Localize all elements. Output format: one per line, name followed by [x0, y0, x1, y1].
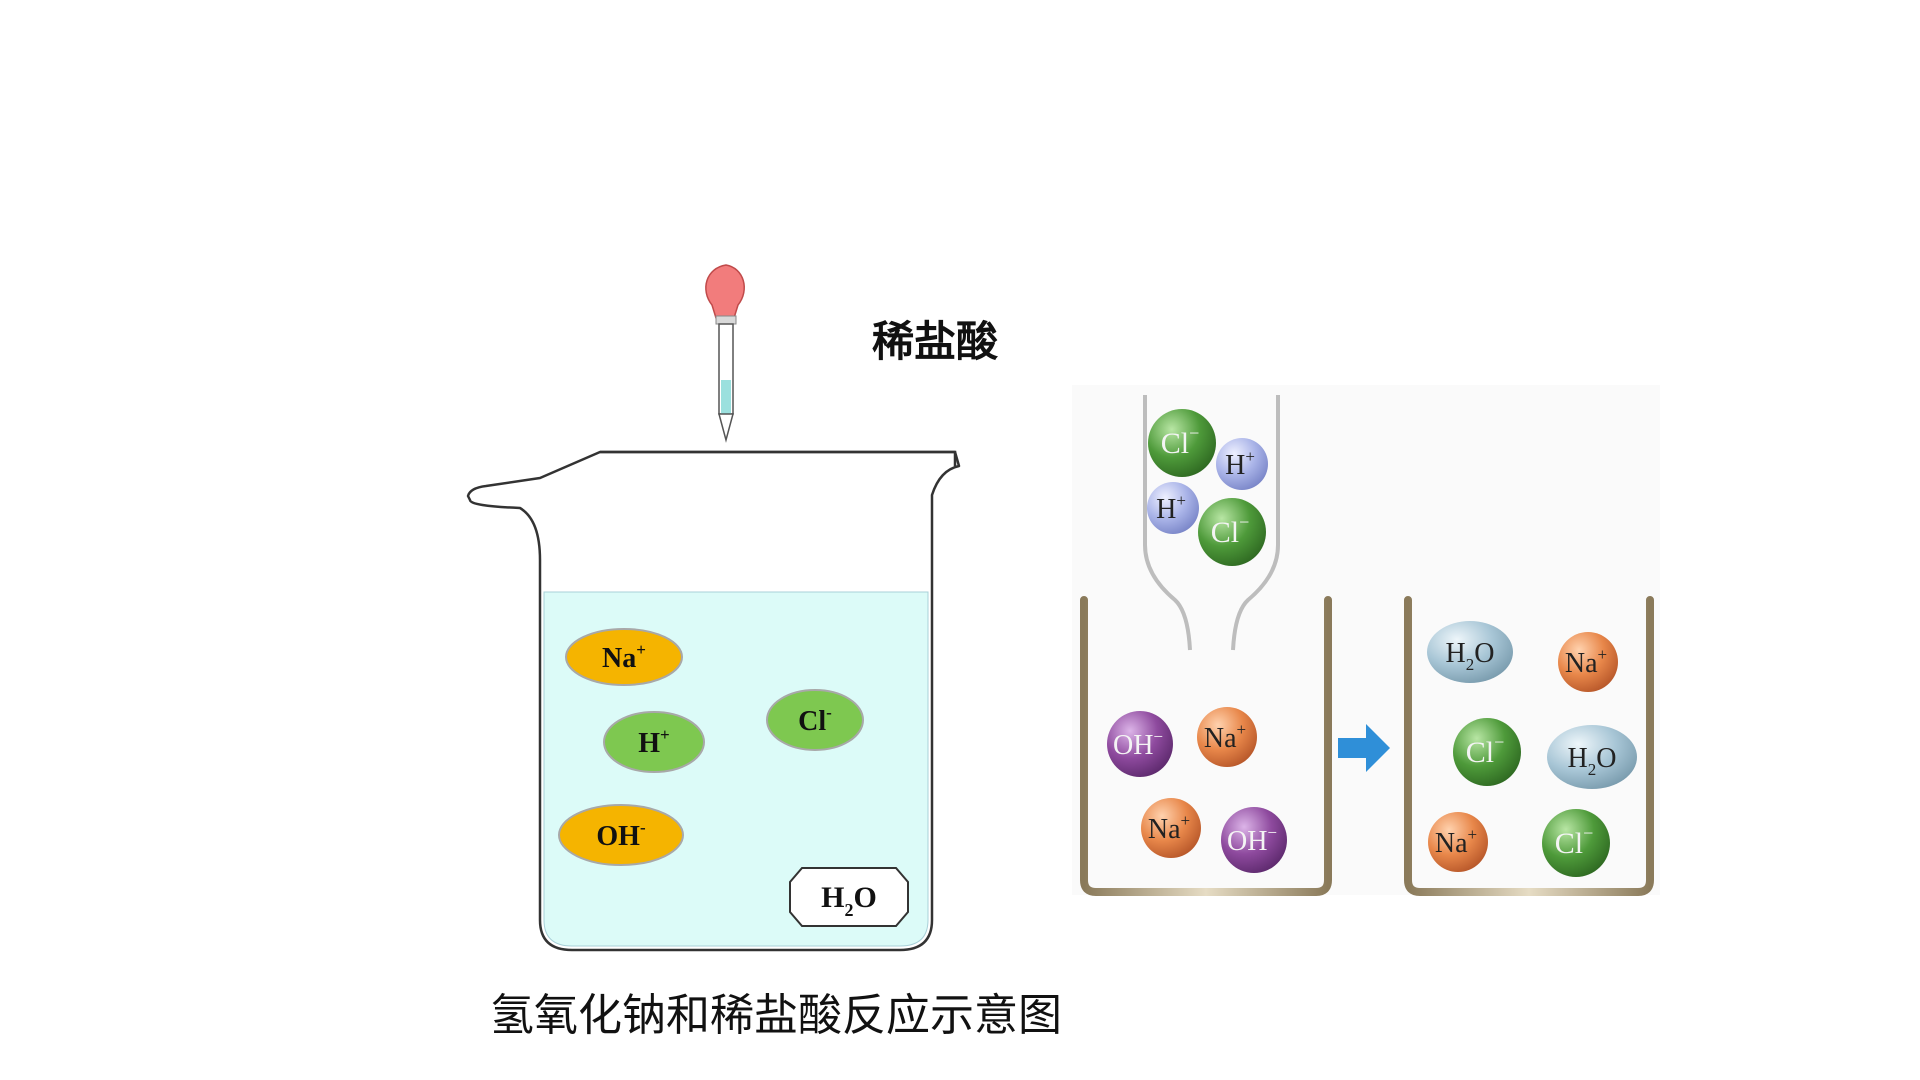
- svg-text:H2O: H2O: [821, 881, 877, 920]
- ball-na: Na+: [1558, 632, 1618, 692]
- ion-cl: Cl-: [766, 689, 864, 751]
- ball-cl: Cl−: [1453, 718, 1521, 786]
- svg-text:OH−: OH−: [1113, 727, 1163, 761]
- dropper-liquid: [721, 380, 731, 414]
- ball-na: Na+: [1197, 707, 1257, 767]
- ball-oh: OH−: [1107, 711, 1173, 777]
- svg-text:Cl−: Cl−: [1161, 423, 1200, 460]
- funnel-outline-right: [1231, 395, 1280, 651]
- svg-text:H2O: H2O: [1446, 638, 1495, 674]
- ion-oh: OH-: [558, 804, 684, 866]
- ball-cl: Cl−: [1148, 409, 1216, 477]
- dropper-collar: [715, 315, 737, 325]
- water-label: H2O: [789, 867, 909, 927]
- dropper-label: 稀盐酸: [872, 317, 999, 366]
- ball-cl: Cl−: [1198, 498, 1266, 566]
- svg-text:Cl−: Cl−: [1555, 823, 1594, 860]
- svg-text:Na+: Na+: [1565, 645, 1607, 679]
- beaker-rim: [600, 450, 957, 466]
- ball-h: H+: [1216, 438, 1268, 490]
- ball-cl: Cl−: [1542, 809, 1610, 877]
- ion-na: Na+: [565, 628, 683, 686]
- dropper-bulb: [705, 264, 745, 319]
- svg-text:Na+: Na+: [1435, 825, 1477, 859]
- ball-na: Na+: [1428, 812, 1488, 872]
- svg-text:Cl-: Cl-: [798, 703, 832, 737]
- svg-text:Cl−: Cl−: [1211, 512, 1250, 549]
- svg-text:H+: H+: [638, 725, 669, 759]
- ball-na: Na+: [1141, 798, 1201, 858]
- container-after: [1404, 596, 1654, 896]
- svg-text:H2O: H2O: [1568, 743, 1617, 779]
- ball-h2o: H2O: [1427, 621, 1513, 683]
- svg-text:H+: H+: [1156, 491, 1186, 525]
- reaction-arrow: [1338, 724, 1390, 772]
- funnel-outline: [1143, 395, 1192, 651]
- ball-h2o: H2O: [1547, 725, 1637, 789]
- dropper: [705, 264, 745, 443]
- caption: 氢氧化钠和稀盐酸反应示意图: [490, 990, 1062, 1041]
- svg-text:OH-: OH-: [596, 818, 646, 852]
- right-panel: Cl− H+ H+ Cl− OH− Na+ Na+ OH−: [1072, 385, 1660, 896]
- svg-text:OH−: OH−: [1227, 823, 1277, 857]
- ion-h: H+: [603, 711, 705, 773]
- svg-text:Na+: Na+: [1204, 720, 1246, 754]
- ball-oh: OH−: [1221, 807, 1287, 873]
- svg-text:H+: H+: [1225, 447, 1255, 481]
- svg-text:Cl−: Cl−: [1466, 732, 1505, 769]
- dropper-tip: [718, 413, 734, 443]
- svg-text:Na+: Na+: [602, 640, 646, 674]
- container-before: [1080, 596, 1332, 896]
- ball-h: H+: [1147, 482, 1199, 534]
- beaker-outline: [466, 450, 961, 952]
- svg-text:Na+: Na+: [1148, 811, 1190, 845]
